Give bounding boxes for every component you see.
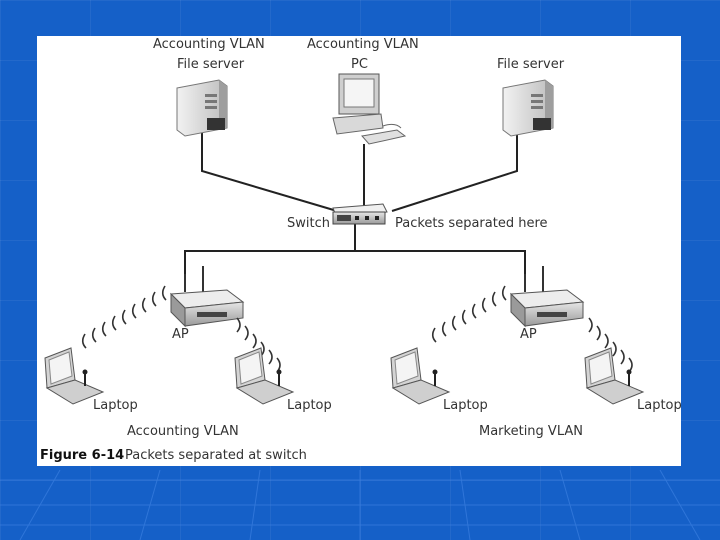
laptop-label-1: Laptop bbox=[93, 398, 138, 413]
laptop-icon-1 bbox=[44, 347, 105, 405]
network-diagram bbox=[44, 73, 645, 405]
left-server-label: File server bbox=[177, 57, 245, 72]
laptop-icon-3 bbox=[390, 347, 451, 405]
pc-label: PC bbox=[351, 57, 368, 72]
figure-number: Figure 6-14 bbox=[40, 448, 125, 463]
right-server-label: File server bbox=[497, 57, 565, 72]
laptop-label-2: Laptop bbox=[287, 398, 332, 413]
laptop-icon-2 bbox=[234, 347, 295, 405]
left-access-point-icon bbox=[169, 266, 245, 328]
right-ap-label: AP bbox=[520, 327, 537, 342]
cables bbox=[184, 131, 526, 282]
figure-caption: Packets separated at switch bbox=[125, 448, 307, 463]
pc-icon bbox=[332, 73, 407, 145]
right-file-server-icon bbox=[502, 79, 554, 137]
right-access-point-icon bbox=[509, 266, 585, 328]
switch-icon bbox=[332, 203, 388, 225]
laptop-label-4: Laptop bbox=[637, 398, 682, 413]
pc-vlan-label: Accounting VLAN bbox=[307, 37, 419, 52]
laptop-icon-4 bbox=[584, 347, 645, 405]
laptop-label-3: Laptop bbox=[443, 398, 488, 413]
right-group-label: Marketing VLAN bbox=[479, 424, 583, 439]
switch-label: Switch bbox=[287, 216, 330, 231]
left-ap-label: AP bbox=[172, 327, 189, 342]
figure-card: Accounting VLAN File server Accounting V… bbox=[37, 36, 682, 466]
left-group-label: Accounting VLAN bbox=[127, 424, 239, 439]
left-server-vlan-label: Accounting VLAN bbox=[153, 37, 265, 52]
switch-note: Packets separated here bbox=[395, 216, 548, 231]
left-file-server-icon bbox=[176, 79, 228, 137]
